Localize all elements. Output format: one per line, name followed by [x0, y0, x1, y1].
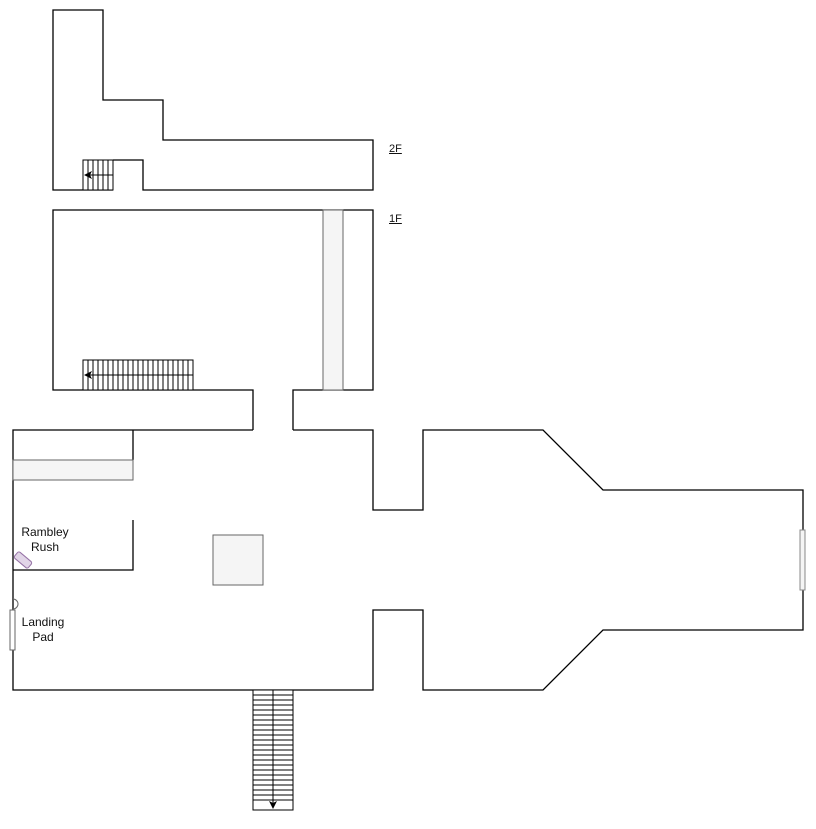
fixture-column-1f: [322, 209, 344, 391]
rambley-rush-walls: [13, 520, 134, 571]
room-label-line: Pad: [32, 630, 54, 644]
arrow-down-icon: [269, 801, 277, 809]
room-label-line: Rambley: [21, 525, 69, 539]
right-window: [799, 529, 806, 591]
floor-label-2f: 2F: [389, 143, 402, 155]
floor-2f-outline: [52, 9, 374, 191]
stairs-exit[interactable]: [252, 689, 294, 811]
ground-floor-outline: [12, 429, 804, 691]
arrow-left-icon: [84, 171, 92, 179]
fixture-bench-left: [12, 459, 134, 481]
landing-pad-door-icon[interactable]: [12, 598, 19, 610]
rambley-marker-icon[interactable]: [13, 551, 33, 569]
stairs-2f[interactable]: [82, 159, 114, 191]
floor-1f-outline: [52, 209, 374, 430]
room-label-line: Rush: [30, 540, 59, 554]
center-fixture: [212, 534, 264, 586]
room-label-line: Landing: [21, 615, 65, 629]
landing-pad-window: [9, 609, 16, 651]
room-label-landing-pad: Landing Pad: [14, 615, 72, 645]
floor-label-1f: 1F: [389, 213, 402, 225]
arrow-left-icon: [84, 371, 92, 379]
room-label-rambley-rush: Rambley Rush: [14, 525, 76, 555]
stairs-1f[interactable]: [82, 359, 194, 391]
